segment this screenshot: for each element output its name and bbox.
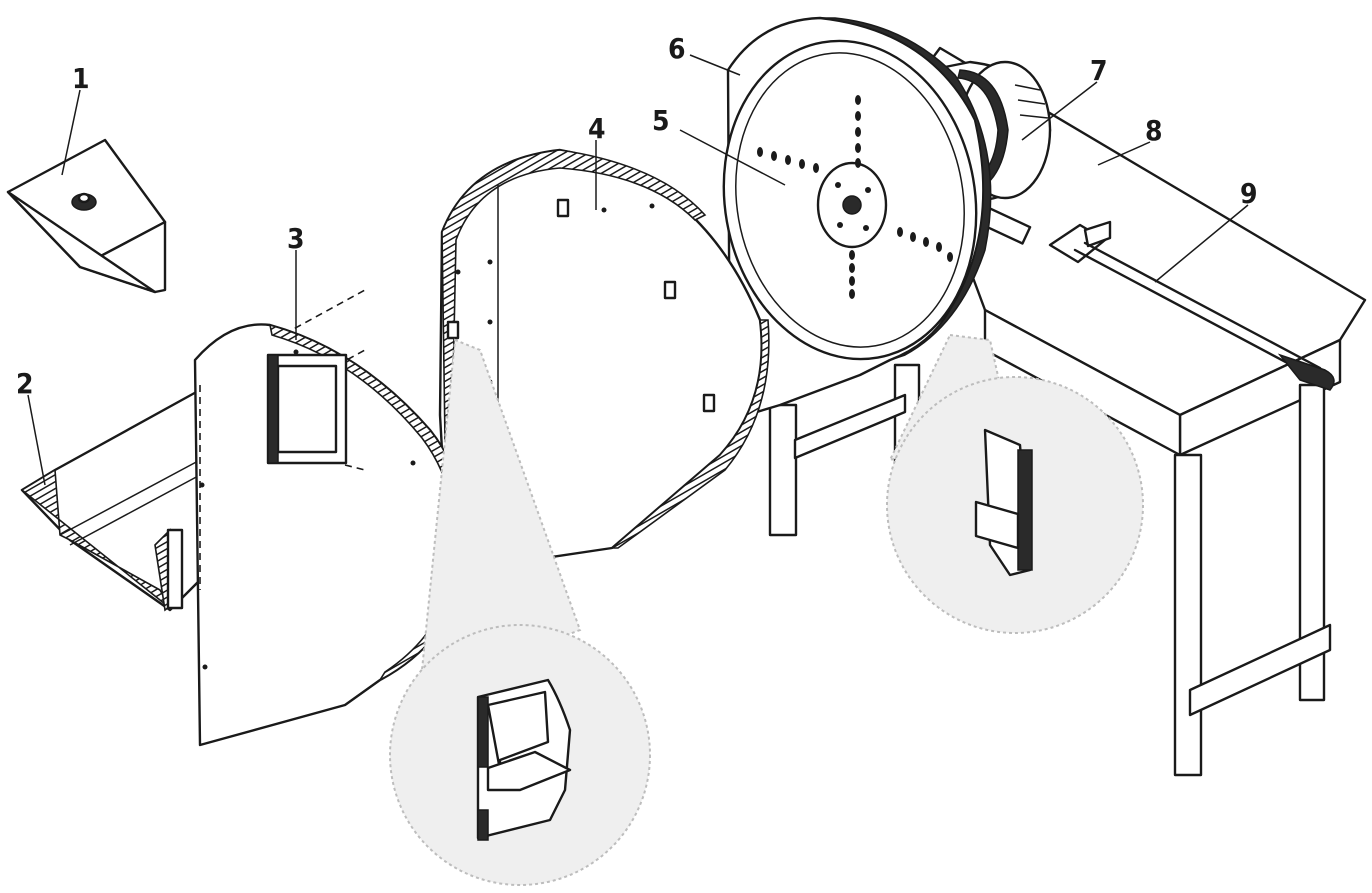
callout-2: 2 — [16, 367, 34, 400]
callout-3: 3 — [287, 222, 305, 255]
callout-5: 5 — [652, 104, 670, 137]
callout-8: 8 — [1145, 114, 1163, 147]
leader-lines — [27, 54, 1249, 486]
rod — [1048, 220, 1335, 391]
callout-1: 1 — [72, 62, 90, 95]
funnel-box — [6, 138, 167, 294]
callout-9: 9 — [1240, 177, 1258, 210]
detail-callout-seam-joint — [389, 338, 651, 886]
callout-6: 6 — [668, 32, 686, 65]
callout-7: 7 — [1090, 54, 1108, 87]
detail-callout-edge-bead — [886, 333, 1144, 634]
callout-4: 4 — [588, 112, 606, 145]
fan-disc — [722, 39, 978, 361]
callout-labels: 1 2 3 4 5 6 7 8 9 — [16, 32, 1258, 400]
